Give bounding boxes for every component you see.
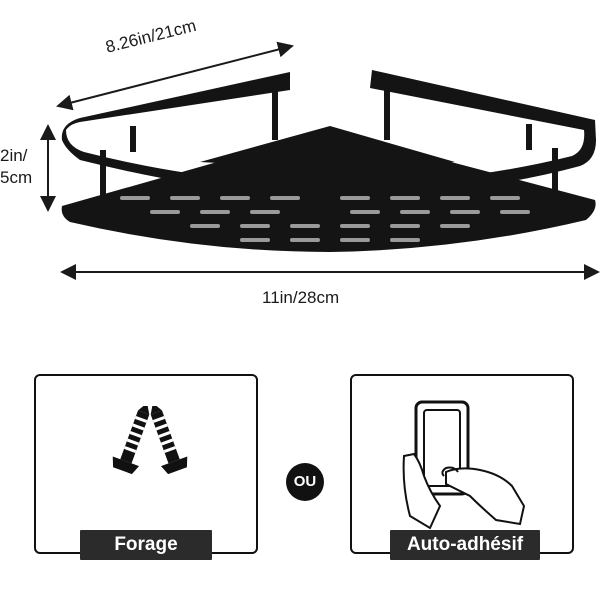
left-post	[100, 150, 106, 214]
height-dimension-label-bottom: 5cm	[0, 168, 33, 187]
left-bracket	[130, 126, 136, 152]
right-bracket	[526, 124, 532, 150]
height-dimension-label-top: 2in/	[0, 146, 28, 165]
option-drilling-label: Forage	[80, 530, 212, 560]
option-adhesive-card	[350, 374, 574, 554]
shelf-front-rail	[61, 70, 597, 196]
corner-shelf-illustration	[40, 41, 600, 280]
adhesive-pad-hand-icon	[402, 400, 526, 530]
depth-dimension-arrow	[56, 41, 294, 111]
back-left-post	[272, 90, 278, 140]
width-dimension-label: 11in/28cm	[262, 288, 340, 307]
screws-icon	[112, 406, 188, 475]
right-post	[552, 148, 558, 210]
shelf-corner-plate	[200, 126, 455, 166]
option-drilling-card	[34, 374, 258, 554]
back-right-post	[384, 88, 390, 140]
or-separator-badge: OU	[286, 463, 324, 501]
option-adhesive-label: Auto-adhésif	[390, 530, 540, 560]
center-post	[327, 190, 333, 250]
